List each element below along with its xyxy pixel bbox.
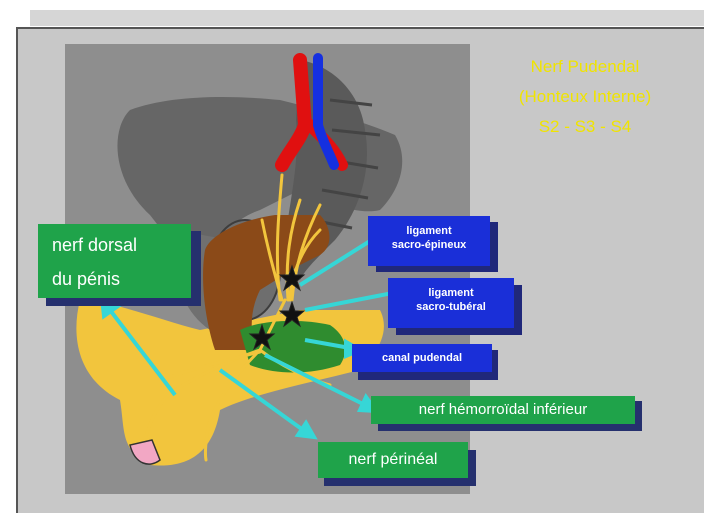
label-nerf-dorsal: nerf dorsal du pénis [38, 224, 191, 298]
title-line-2: (Honteux Interne) [470, 82, 700, 112]
diagram-title: Nerf Pudendal (Honteux Interne) S2 - S3 … [470, 52, 700, 142]
label-ligament-sacro-epineux: ligament sacro-épineux [368, 216, 490, 266]
label-ligament-sacro-tuberal-line1: ligament [388, 286, 514, 300]
title-line-3: S2 - S3 - S4 [470, 112, 700, 142]
label-ligament-sacro-tuberal-line2: sacro-tubéral [388, 300, 514, 314]
title-line-1: Nerf Pudendal [470, 52, 700, 82]
label-nerf-dorsal-line2: du pénis [52, 262, 191, 296]
label-ligament-sacro-epineux-line2: sacro-épineux [368, 238, 490, 252]
label-ligament-sacro-tuberal: ligament sacro-tubéral [388, 278, 514, 328]
label-canal-pudendal: canal pudendal [352, 344, 492, 372]
label-ligament-sacro-epineux-line1: ligament [368, 224, 490, 238]
label-nerf-dorsal-line1: nerf dorsal [52, 228, 191, 262]
label-nerf-perineal: nerf périnéal [318, 442, 468, 478]
label-nerf-hemorroidal: nerf hémorroïdal inférieur [371, 396, 635, 424]
